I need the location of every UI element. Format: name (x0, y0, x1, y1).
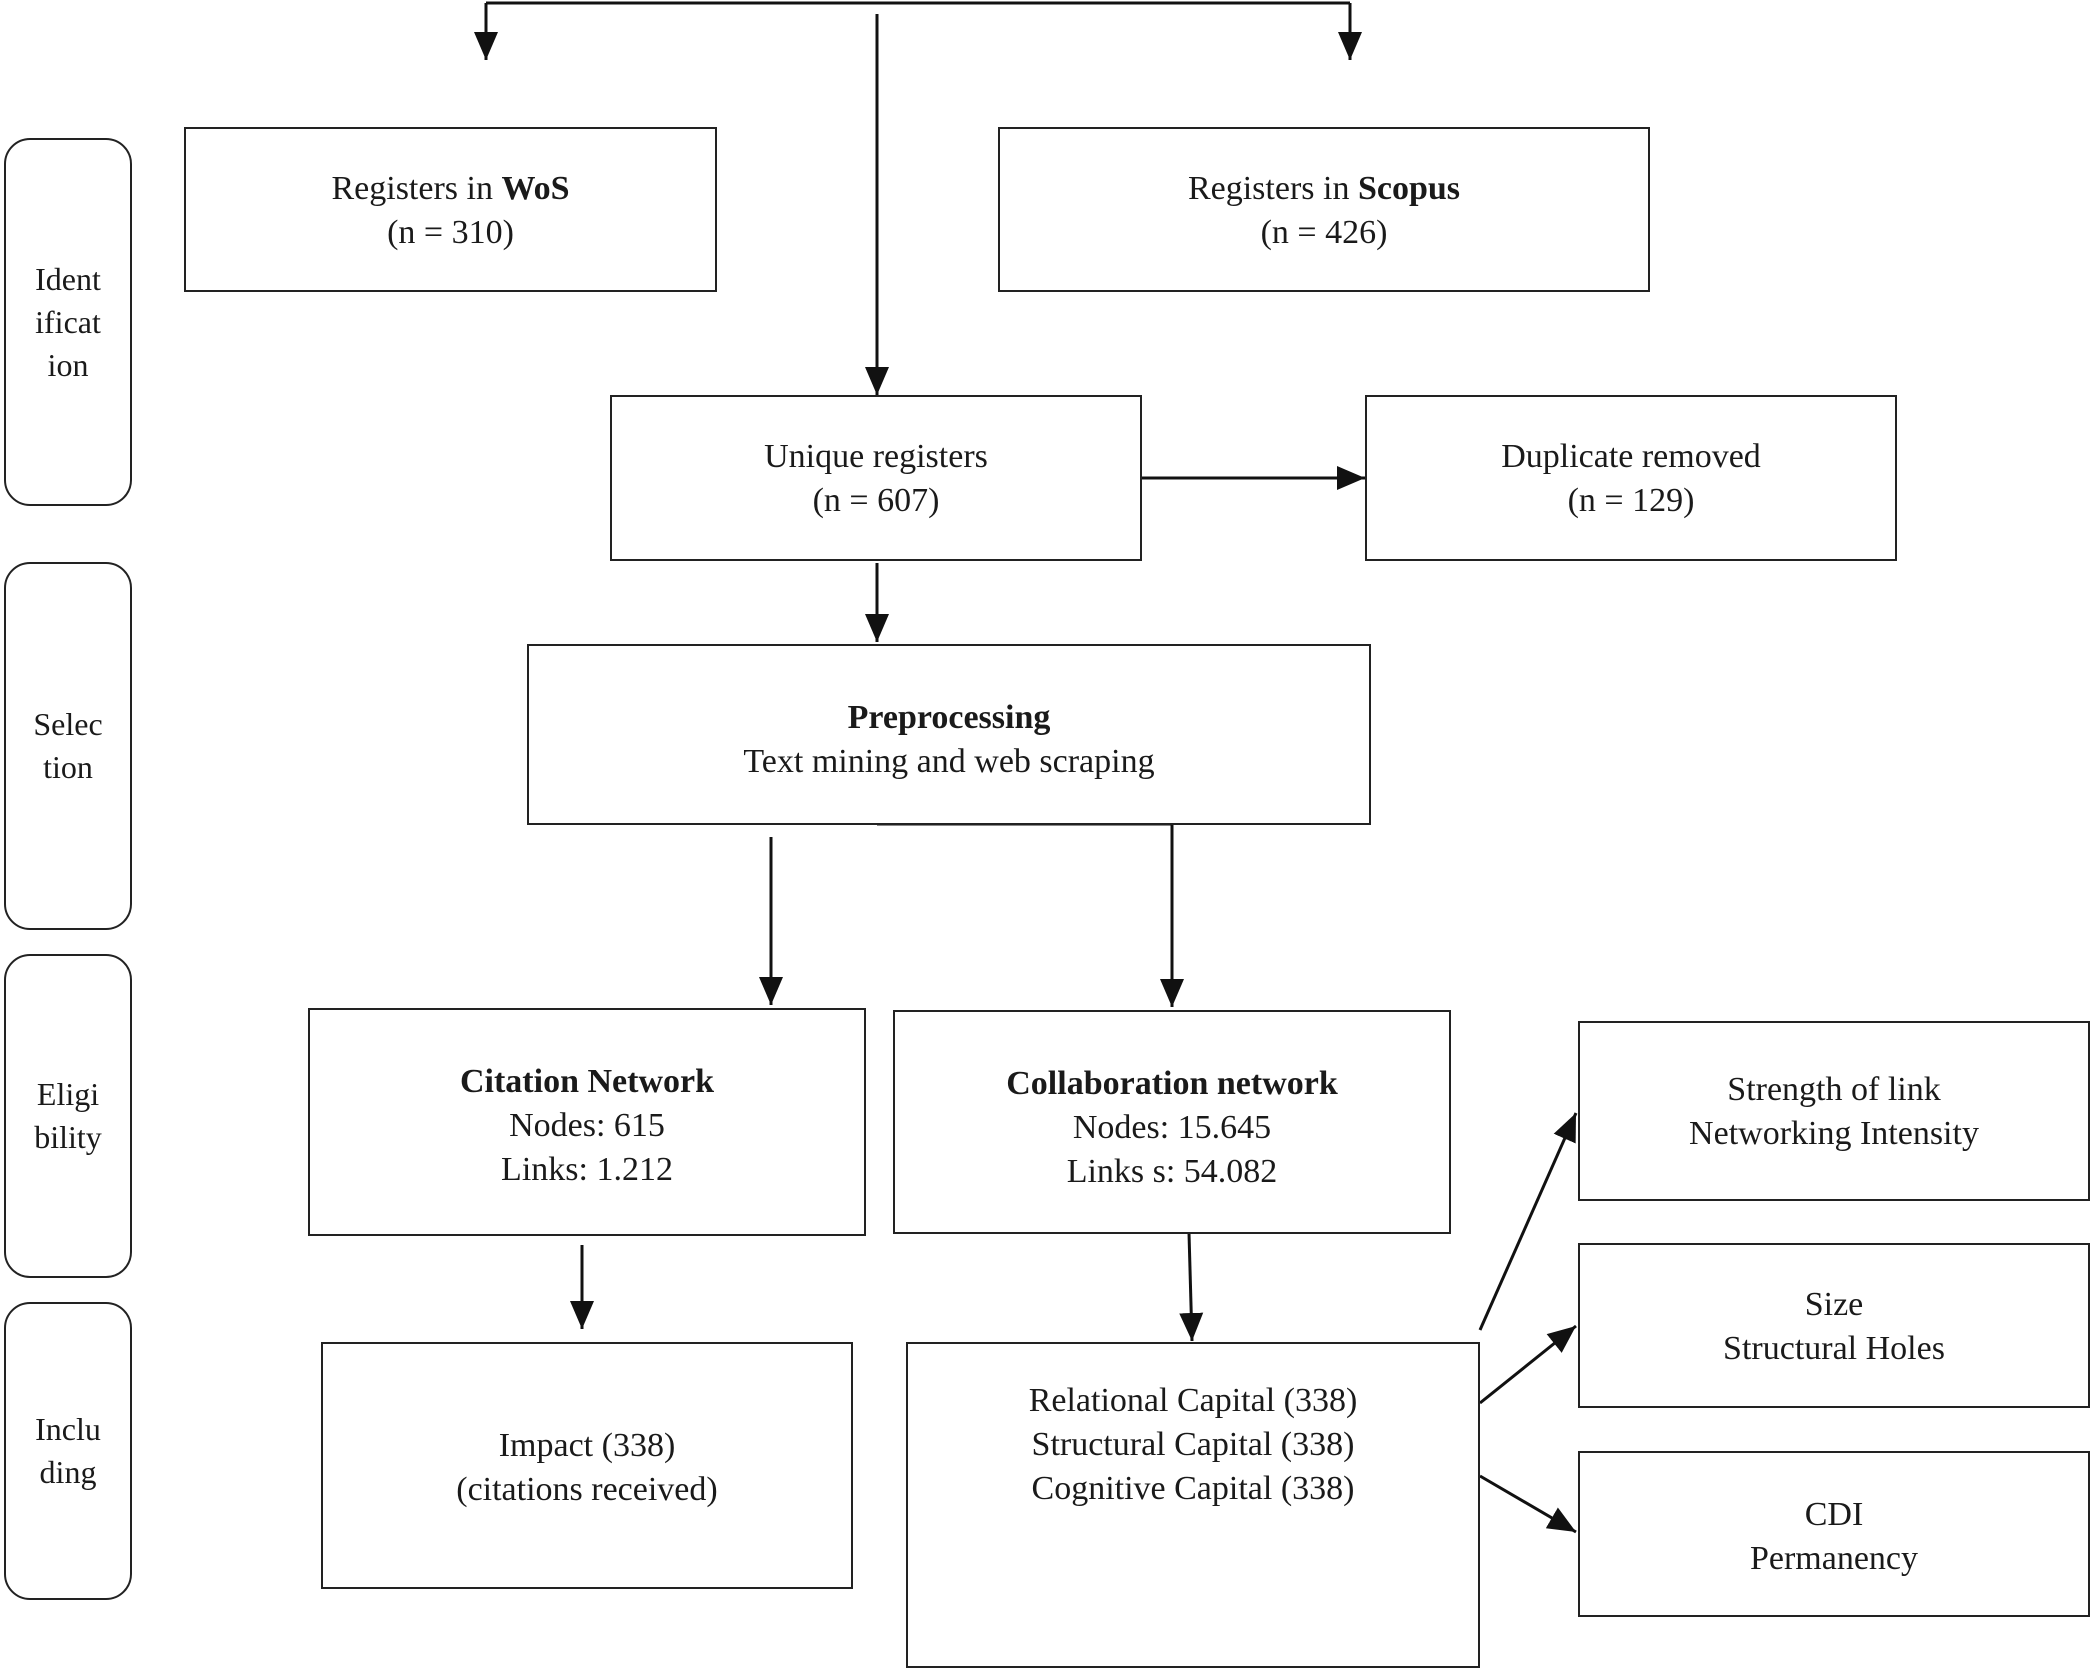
duplicate-removed-box: Duplicate removed (n = 129) (1365, 395, 1897, 561)
unique-registers-count: (n = 607) (812, 482, 940, 519)
scopus-title: Registers in Scopus (1187, 170, 1461, 207)
cdi-line1: CDI (1804, 1496, 1864, 1533)
phase-identification-label: Identification (35, 260, 101, 383)
preprocessing-box: Preprocessing Text mining and web scrapi… (527, 644, 1371, 825)
wos-source: WoS (501, 170, 570, 207)
size-line1: Size (1804, 1286, 1864, 1323)
impact-box: Impact (338) (citations received) (321, 1342, 853, 1589)
duplicate-removed-count: (n = 129) (1567, 482, 1695, 519)
relational-capital: Relational Capital (338) (1028, 1382, 1358, 1419)
scopus-count: (n = 426) (1260, 214, 1388, 251)
impact-line2: (citations received) (456, 1471, 718, 1508)
duplicate-removed-label: Duplicate removed (1501, 438, 1761, 475)
cognitive-capital: Cognitive Capital (338) (1031, 1470, 1355, 1507)
phase-identification: Identification (4, 138, 132, 506)
size-line2: Structural Holes (1723, 1330, 1945, 1367)
citation-network-links: Links: 1.212 (501, 1151, 673, 1188)
strength-line2: Networking Intensity (1689, 1115, 1979, 1152)
collaboration-network-box: Collaboration network Nodes: 15.645 Link… (893, 1010, 1451, 1234)
cdi-line2: Permanency (1749, 1540, 1919, 1577)
scopus-box: Registers in Scopus (n = 426) (998, 127, 1650, 292)
phase-eligibility-label: Eligibility (34, 1076, 102, 1155)
citation-network-box: Citation Network Nodes: 615 Links: 1.212 (308, 1008, 866, 1236)
phase-including-label: Including (35, 1411, 101, 1490)
phase-including: Including (4, 1302, 132, 1600)
collaboration-network-title: Collaboration network (1006, 1065, 1338, 1102)
citation-network-title: Citation Network (459, 1063, 715, 1100)
unique-registers-label: Unique registers (764, 438, 988, 475)
arrow-to-strength (1478, 1112, 1578, 1331)
structural-capital: Structural Capital (338) (1031, 1426, 1355, 1463)
impact-line1: Impact (338) (498, 1427, 676, 1464)
strength-of-link-box: Strength of link Networking Intensity (1578, 1021, 2090, 1201)
preprocessing-title: Preprocessing (847, 699, 1051, 736)
wos-box: Registers in WoS (n = 310) (184, 127, 717, 292)
wos-title: Registers in WoS (331, 170, 570, 207)
wos-count: (n = 310) (387, 214, 514, 251)
unique-registers-box: Unique registers (n = 607) (610, 395, 1142, 561)
collaboration-network-links: Links s: 54.082 (1066, 1153, 1278, 1190)
arrow-to-cdi (1479, 1474, 1577, 1534)
phase-selection: Selection (4, 562, 132, 930)
arrow-to-capitals (1179, 1232, 1204, 1342)
size-box: Size Structural Holes (1578, 1243, 2090, 1408)
cdi-box: CDI Permanency (1578, 1451, 2090, 1617)
phase-selection-label: Selection (33, 706, 103, 785)
strength-line1: Strength of link (1727, 1071, 1941, 1108)
arrow-to-size (1479, 1324, 1577, 1405)
phase-eligibility: Eligibility (4, 954, 132, 1278)
citation-network-nodes: Nodes: 615 (509, 1107, 665, 1144)
preprocessing-subtitle: Text mining and web scraping (743, 743, 1155, 780)
capitals-box: Relational Capital (338) Structural Capi… (906, 1342, 1480, 1668)
collaboration-network-nodes: Nodes: 15.645 (1072, 1109, 1272, 1146)
scopus-source: Scopus (1357, 170, 1461, 207)
